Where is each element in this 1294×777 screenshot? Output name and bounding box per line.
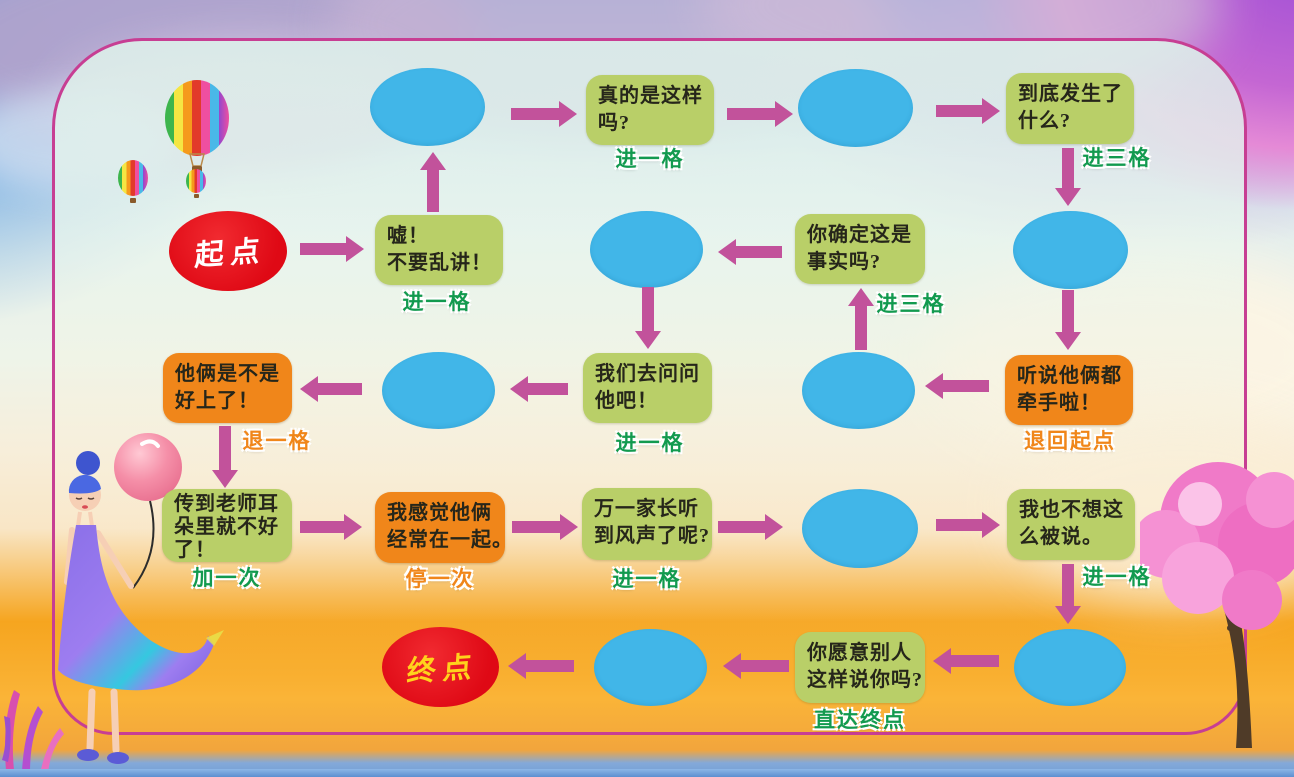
- hot-air-balloon-icon: [118, 80, 229, 203]
- card-what-happened-text: 什么?: [1018, 110, 1071, 132]
- arrow-right-18: [936, 512, 1000, 538]
- blue-ellipse-5: [382, 352, 495, 429]
- card-lets-ask-him-text: 他吧！: [595, 390, 658, 412]
- card-would-you-like-it-move-tag: 直达终点: [814, 708, 906, 732]
- card-really-so-move-tag: 进一格: [615, 147, 685, 171]
- girl-with-balloon-illustration: [58, 433, 224, 764]
- card-would-you-like-it-text: 这样说你吗?: [807, 669, 923, 691]
- card-really-so-text: 真的是这样: [598, 85, 703, 107]
- card-teacher-hears-text: 传到老师耳: [174, 493, 279, 515]
- start-ellipse-text: 起点: [193, 233, 268, 273]
- card-parents-hear-text: 到风声了呢?: [594, 525, 710, 547]
- card-what-happened-text: 到底发生了: [1018, 83, 1123, 105]
- arrow-right-17: [718, 514, 783, 540]
- card-really-so: 真的是这样吗?: [586, 75, 714, 145]
- card-would-you-like-it-text: 你愿意别人: [807, 642, 912, 664]
- cherry-tree-illustration: [1140, 462, 1294, 748]
- arrow-left-21: [723, 653, 789, 679]
- card-lets-ask-him-text: 我们去问问: [595, 363, 700, 385]
- card-parents-hear-text: 万一家长听: [594, 498, 699, 520]
- blue-ellipse-4: [1013, 211, 1128, 289]
- arrow-left-22: [933, 648, 999, 674]
- arrow-right-15: [300, 514, 362, 540]
- pink-grass-illustration: [2, 690, 64, 774]
- arrow-left-20: [508, 653, 574, 679]
- card-hush-text: 嘘！: [387, 225, 429, 247]
- end-ellipse-text: 终点: [406, 649, 481, 689]
- arrow-up-9: [848, 288, 874, 350]
- card-are-they-dating-move-tag: 退一格: [242, 429, 312, 453]
- blue-ellipse-9: [1014, 629, 1126, 706]
- card-dont-want-said-move-tag: 进一格: [1082, 565, 1152, 589]
- arrow-down-19: [1055, 564, 1081, 624]
- card-lets-ask-him-move-tag: 进一格: [615, 431, 685, 455]
- card-teacher-hears: 传到老师耳朵里就不好了！: [162, 489, 292, 562]
- card-would-you-like-it: 你愿意别人这样说你吗?: [795, 632, 925, 703]
- card-are-you-sure: 你确定这是事实吗?: [795, 214, 925, 284]
- card-what-happened: 到底发生了什么?: [1006, 73, 1134, 144]
- card-are-you-sure-text: 事实吗?: [807, 251, 881, 273]
- card-parents-hear-move-tag: 进一格: [612, 567, 682, 591]
- arrow-right-1: [511, 101, 577, 127]
- card-always-together-text: 经常在一起。: [387, 529, 513, 551]
- card-always-together-move-tag: 停一次: [405, 567, 475, 591]
- card-teacher-hears-move-tag: 加一次: [192, 566, 262, 590]
- arrow-right-6: [300, 236, 364, 262]
- card-are-they-dating: 他俩是不是好上了！: [163, 353, 292, 423]
- arrow-left-13: [925, 373, 989, 399]
- blue-ellipse-3: [590, 211, 703, 288]
- card-holding-hands: 听说他俩都牵手啦！: [1005, 355, 1133, 425]
- card-holding-hands-text: 听说他俩都: [1017, 365, 1122, 387]
- blue-ellipse-7: [802, 489, 918, 568]
- end-ellipse: 终点: [382, 627, 499, 707]
- card-really-so-text: 吗?: [598, 112, 630, 134]
- arrow-down-14: [212, 426, 238, 488]
- arrow-up-4: [420, 152, 446, 212]
- card-are-they-dating-text: 他俩是不是: [175, 363, 280, 385]
- bottom-edge-strip: [0, 769, 1294, 777]
- start-ellipse: 起点: [169, 211, 287, 291]
- blue-ellipse-8: [594, 629, 707, 706]
- arrow-right-3: [936, 98, 1000, 124]
- card-dont-want-said: 我也不想这么被说。: [1007, 489, 1135, 560]
- card-teacher-hears-text: 朵里就不好: [174, 516, 279, 538]
- card-holding-hands-move-tag: 退回起点: [1024, 429, 1116, 453]
- card-dont-want-said-text: 我也不想这: [1019, 499, 1124, 521]
- card-lets-ask-him: 我们去问问他吧！: [583, 353, 712, 423]
- arrow-left-11: [300, 376, 362, 402]
- card-holding-hands-text: 牵手啦！: [1017, 392, 1101, 414]
- card-are-you-sure-move-tag: 进三格: [876, 292, 946, 316]
- card-hush-move-tag: 进一格: [402, 290, 472, 314]
- card-what-happened-move-tag: 进三格: [1082, 146, 1152, 170]
- arrow-down-8: [635, 287, 661, 349]
- card-always-together-text: 我感觉他俩: [387, 502, 492, 524]
- card-dont-want-said-text: 么被说。: [1019, 526, 1103, 548]
- blue-ellipse-1: [370, 68, 485, 146]
- card-teacher-hears-text: 了！: [174, 539, 216, 561]
- card-hush-text: 不要乱讲！: [387, 252, 492, 274]
- blue-ellipse-2: [798, 69, 913, 147]
- card-are-you-sure-text: 你确定这是: [807, 224, 912, 246]
- card-are-they-dating-text: 好上了！: [175, 390, 259, 412]
- arrow-right-2: [727, 101, 793, 127]
- arrow-down-10: [1055, 290, 1081, 350]
- arrow-left-12: [510, 376, 568, 402]
- blue-ellipse-6: [802, 352, 915, 429]
- arrow-left-7: [718, 239, 782, 265]
- arrow-right-16: [512, 514, 578, 540]
- arrow-down-5: [1055, 148, 1081, 206]
- card-hush: 嘘！ 不要乱讲！: [375, 215, 503, 285]
- card-parents-hear: 万一家长听到风声了呢?: [582, 488, 712, 560]
- card-always-together: 我感觉他俩经常在一起。: [375, 492, 513, 563]
